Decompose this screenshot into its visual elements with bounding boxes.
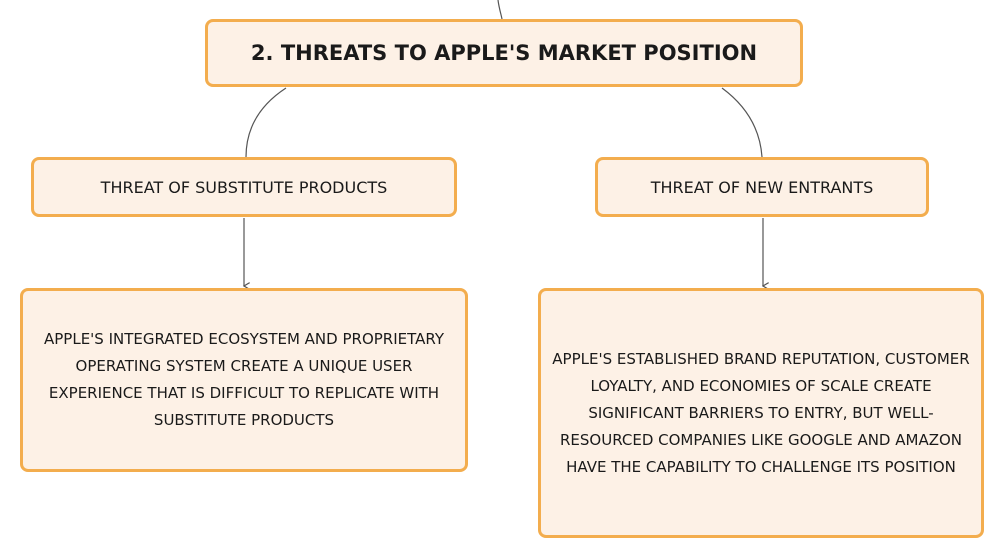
branch-node-substitute-products[interactable]: THREAT OF SUBSTITUTE PRODUCTS <box>31 157 457 217</box>
detail-node-text: APPLE'S ESTABLISHED BRAND REPUTATION, CU… <box>552 349 970 476</box>
connector-parent-to-root <box>497 0 503 20</box>
connector-root-to-substitute <box>245 87 287 158</box>
detail-node-new-entrants[interactable]: APPLE'S ESTABLISHED BRAND REPUTATION, CU… <box>538 288 984 538</box>
root-node-title: 2. THREATS TO APPLE'S MARKET POSITION <box>250 41 758 65</box>
root-node[interactable]: 2. THREATS TO APPLE'S MARKET POSITION <box>205 19 803 87</box>
branch-node-new-entrants[interactable]: THREAT OF NEW ENTRANTS <box>595 157 929 217</box>
connector-root-to-new-entrants <box>721 87 763 158</box>
detail-node-text: APPLE'S INTEGRATED ECOSYSTEM AND PROPRIE… <box>43 330 445 429</box>
branch-node-label: THREAT OF SUBSTITUTE PRODUCTS <box>100 177 388 197</box>
detail-node-substitute-products[interactable]: APPLE'S INTEGRATED ECOSYSTEM AND PROPRIE… <box>20 288 468 472</box>
branch-node-label: THREAT OF NEW ENTRANTS <box>650 177 874 197</box>
